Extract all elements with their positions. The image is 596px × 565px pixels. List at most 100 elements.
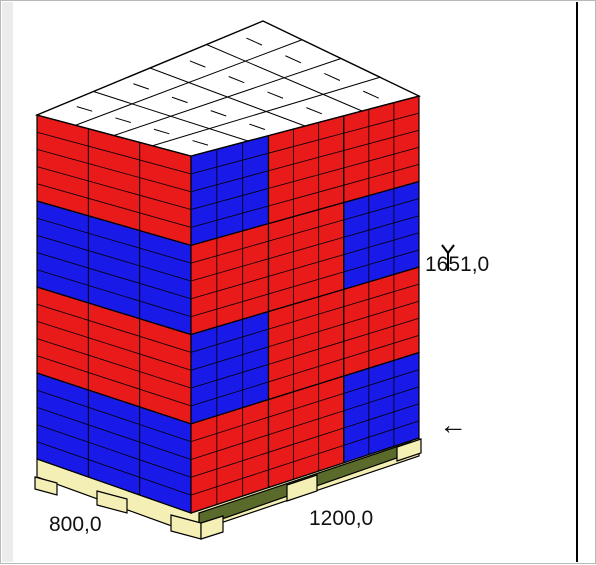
carton-row-line	[36, 166, 192, 210]
carton-row-line	[268, 445, 344, 471]
carton-row-line	[190, 346, 269, 371]
carton-row-line	[343, 232, 420, 255]
top-grid-line	[149, 67, 306, 127]
carton-row-line	[36, 321, 192, 371]
carton-top-surface	[34, 20, 422, 157]
carton-row-line	[190, 293, 269, 318]
pallet-block	[96, 490, 128, 514]
carton-row-line	[343, 164, 420, 186]
carton-row-line	[343, 317, 420, 342]
carton-row-line	[268, 306, 344, 330]
height-arrow-tip	[441, 244, 449, 254]
carton-row-line	[36, 183, 192, 228]
carton-row-line	[343, 129, 420, 151]
top-carton-mark	[306, 107, 323, 115]
carton-row-line	[268, 323, 344, 348]
carton-row-line	[268, 340, 344, 365]
top-carton-mark	[76, 106, 93, 112]
carton-row-line	[343, 420, 420, 446]
top-carton-mark	[324, 72, 341, 81]
carton-row-line	[343, 283, 420, 308]
carton-row-line	[343, 335, 420, 360]
carton-row-line	[343, 249, 420, 273]
pallet-stack-top-face	[34, 20, 422, 157]
length-dimension-label: 1200,0	[309, 507, 374, 530]
carton-row-line	[343, 198, 420, 221]
carton-row-line	[36, 389, 192, 442]
carton-row-line	[36, 252, 192, 300]
carton-row-line	[36, 338, 192, 389]
pointer-arrow-icon: ←	[439, 409, 467, 440]
top-grid-line	[93, 91, 249, 142]
carton-row-line	[268, 219, 344, 242]
carton-row-line	[190, 187, 269, 210]
height-arrow-tip	[447, 244, 455, 254]
top-carton-mark	[246, 37, 263, 46]
top-grid-line	[152, 76, 381, 147]
carton-row-line	[268, 427, 344, 453]
carton-row-line	[268, 392, 344, 418]
carton-row-line	[268, 150, 344, 172]
top-carton-mark	[210, 110, 227, 117]
carton-row-line	[36, 424, 192, 478]
carton-row-line	[343, 146, 420, 169]
carton-row-line	[343, 112, 420, 134]
right-border-rule	[576, 2, 578, 562]
pallet-stack-side-face	[190, 95, 420, 514]
carton-row-line	[190, 434, 269, 460]
top-carton-mark	[153, 128, 170, 135]
height-dimension-label: 1651,0	[425, 253, 490, 276]
carton-row-line	[268, 271, 344, 295]
carton-row-line	[190, 469, 269, 496]
top-carton-mark	[171, 96, 188, 104]
top-carton-mark	[363, 90, 380, 99]
carton-row-line	[190, 258, 269, 282]
carton-row-line	[268, 236, 344, 260]
carton-row-line	[343, 300, 420, 325]
carton-row-line	[343, 386, 420, 412]
carton-row-line	[343, 403, 420, 429]
carton-row-line	[268, 184, 344, 207]
carton-row-line	[190, 170, 269, 193]
carton-row-line	[36, 131, 192, 175]
carton-row-line	[190, 205, 269, 228]
carton-row-line	[36, 235, 192, 282]
carton-row-line	[190, 416, 269, 442]
carton-row-line	[36, 303, 192, 353]
carton-row-line	[36, 149, 192, 193]
carton-row-line	[36, 269, 192, 318]
carton-row-line	[190, 275, 269, 300]
top-carton-mark	[192, 140, 209, 146]
carton-row-line	[268, 254, 344, 277]
top-carton-mark	[189, 60, 206, 68]
top-carton-mark	[133, 83, 149, 90]
pallet-block	[200, 515, 224, 540]
carton-row-line	[36, 217, 192, 264]
top-carton-mark	[228, 76, 245, 84]
width-dimension-label: 800,0	[49, 513, 102, 536]
carton-row-line	[36, 407, 192, 460]
height-arrow-icon	[441, 244, 455, 271]
top-carton-mark	[249, 123, 266, 130]
carton-row-line	[36, 441, 192, 496]
carton-row-line	[190, 152, 269, 175]
pallet-block	[34, 476, 58, 496]
pallet-block	[396, 438, 422, 462]
pallet-block	[286, 474, 318, 502]
carton-row-line	[343, 215, 420, 238]
top-carton-mark	[115, 117, 131, 123]
carton-row-line	[268, 132, 344, 154]
top-carton-mark	[285, 55, 302, 64]
carton-row-line	[268, 410, 344, 436]
pallet-stack-front-face	[36, 114, 192, 514]
carton-row-line	[190, 381, 269, 407]
pallet-base	[34, 437, 422, 540]
carton-row-line	[190, 240, 269, 264]
left-scroll-gutter	[2, 2, 13, 562]
carton-row-line	[190, 363, 269, 389]
carton-row-line	[190, 451, 269, 478]
carton-row-line	[190, 328, 269, 353]
carton-row-line	[36, 355, 192, 407]
